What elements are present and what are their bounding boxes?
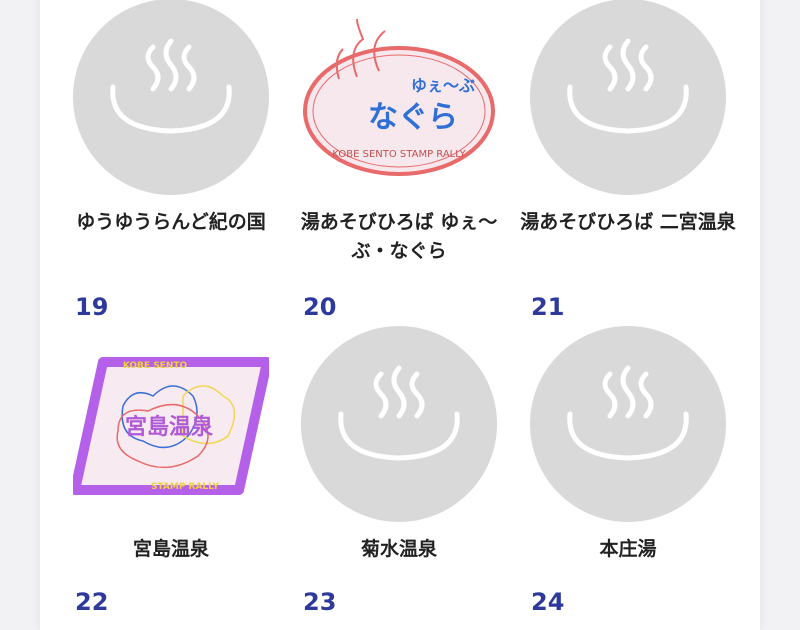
stamp-arc-text: KOBE SENTO STAMP RALLY (332, 149, 466, 160)
stamp-main-text: 宮島温泉 (125, 414, 214, 440)
onsen-placeholder-icon[interactable] (73, 0, 269, 195)
item-name[interactable]: 菊水温泉 (360, 538, 437, 560)
item-name[interactable]: 本庄湯 (599, 538, 657, 560)
stamp-top-text: ゆぇ〜ぶ (411, 76, 475, 95)
item-name[interactable]: 湯あそびひろば 二宮温泉 (520, 211, 736, 233)
item-number: 19 (75, 293, 109, 321)
item-number: 23 (303, 588, 337, 616)
onsen-placeholder-icon[interactable] (301, 326, 497, 522)
stamp-bottom-text: STAMP RALLY (151, 482, 220, 492)
item-number: 20 (303, 293, 337, 321)
stamp-main-text: なぐら (368, 100, 458, 135)
onsen-placeholder-icon[interactable] (530, 326, 726, 522)
onsen-placeholder-icon[interactable] (530, 0, 726, 195)
item-number: 22 (75, 588, 109, 616)
item-number: 24 (531, 588, 565, 616)
item-name[interactable]: ゆうゆうらんど紀の国 (76, 211, 266, 233)
miyajima-stamp-image[interactable]: KOBE SENTO 宮島温泉 STAMP RALLY (73, 326, 269, 522)
nagura-stamp-image[interactable]: ゆぇ〜ぶ なぐら KOBE SENTO STAMP RALLY (301, 0, 497, 195)
stamp-top-text: KOBE SENTO (123, 361, 188, 371)
item-number: 21 (531, 293, 565, 321)
item-name[interactable]: 湯あそびひろば ゆぇ〜ぶ・なぐら (300, 211, 498, 262)
item-name[interactable]: 宮島温泉 (132, 538, 209, 560)
